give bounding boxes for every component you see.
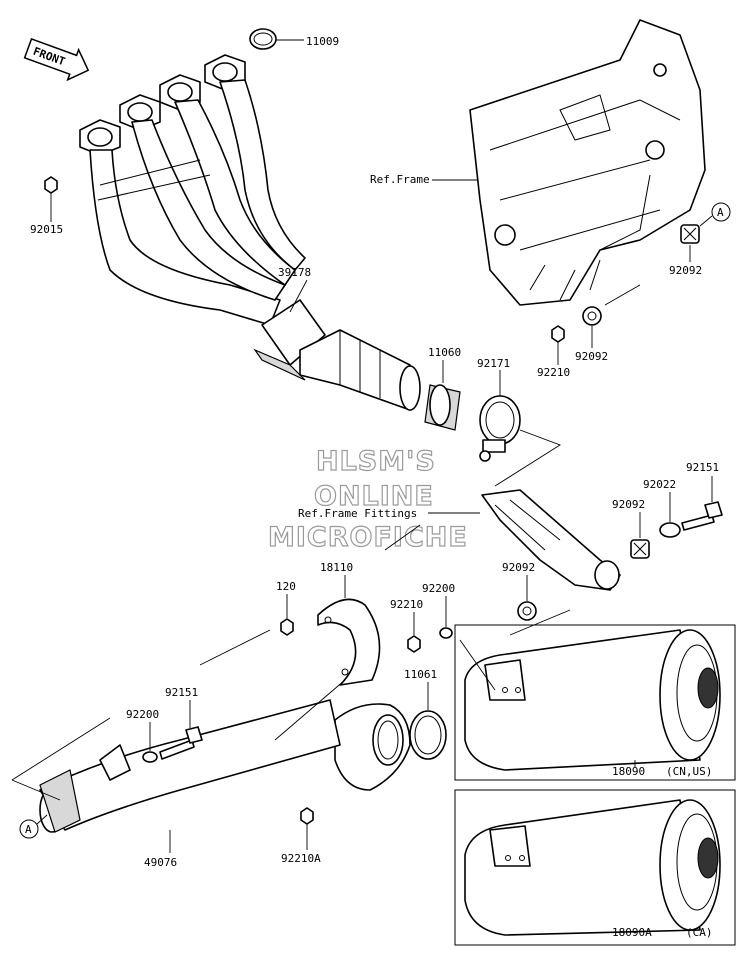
ref-frame-label: Ref.Frame bbox=[370, 173, 430, 186]
front-arrow-icon: FRONT bbox=[23, 38, 90, 82]
callout-a-bottom: A bbox=[19, 814, 48, 839]
muffler-bracket-drawing bbox=[481, 489, 621, 591]
part-92092-a: 92092 bbox=[669, 264, 702, 277]
part-11009: 11009 bbox=[306, 35, 339, 48]
watermark-line-2: ONLINE bbox=[314, 481, 434, 512]
header-flange-1 bbox=[79, 119, 121, 156]
muffler-18090A-box bbox=[454, 789, 736, 946]
gasket-11009 bbox=[249, 28, 277, 50]
muffler-18090-box bbox=[454, 624, 736, 781]
washer-92022 bbox=[659, 522, 681, 538]
clamp-92171 bbox=[479, 395, 521, 462]
bolt-92151-b bbox=[159, 726, 203, 760]
ref-frame-fittings-label: Ref.Frame Fittings bbox=[298, 507, 417, 520]
callout-a-top: A bbox=[699, 202, 731, 227]
part-92092-c: 92092 bbox=[612, 498, 645, 511]
watermark: HLSM'S ONLINE MICROFICHE bbox=[267, 445, 468, 553]
part-92092-d: 92092 bbox=[502, 561, 535, 574]
muffler-18090 bbox=[464, 629, 721, 771]
bushing-92092-a bbox=[680, 224, 700, 244]
part-11060: 11060 bbox=[428, 346, 461, 359]
frame-drawing bbox=[469, 19, 706, 306]
heat-shield-18110 bbox=[317, 598, 381, 686]
bushing-92092-d bbox=[517, 601, 537, 621]
svg-text:A: A bbox=[717, 206, 724, 219]
muffler-18090A bbox=[464, 799, 721, 936]
leader-lines bbox=[11, 39, 713, 853]
part-92171: 92171 bbox=[477, 357, 510, 370]
part-92092-b: 92092 bbox=[575, 350, 608, 363]
link-pipe-49076 bbox=[39, 699, 341, 833]
part-18090: 18090 bbox=[612, 765, 645, 778]
washer-92200-a bbox=[439, 627, 453, 639]
muffler-flange-drawing bbox=[334, 703, 411, 791]
watermark-line-1: HLSM'S bbox=[316, 446, 436, 477]
part-92210-b: 92210 bbox=[390, 598, 423, 611]
bolt-120 bbox=[280, 618, 294, 636]
gasket-11060 bbox=[424, 384, 461, 431]
washer-92200-b bbox=[142, 751, 158, 763]
part-labels: 11009 92015 39178 11060 92171 92092 9209… bbox=[30, 35, 719, 869]
part-92015: 92015 bbox=[30, 223, 63, 236]
part-49076: 49076 bbox=[144, 856, 177, 869]
part-92151-b: 92151 bbox=[165, 686, 198, 699]
nut-92015 bbox=[44, 176, 58, 194]
part-18090-note: (CN,US) bbox=[666, 765, 712, 778]
part-92151-a: 92151 bbox=[686, 461, 719, 474]
part-92022: 92022 bbox=[643, 478, 676, 491]
part-92210A: 92210A bbox=[281, 852, 321, 865]
exhaust-header-drawing bbox=[79, 54, 421, 411]
bushing-92092-c bbox=[630, 539, 650, 559]
part-18110: 18110 bbox=[320, 561, 353, 574]
part-92200-b: 92200 bbox=[126, 708, 159, 721]
nut-92210A bbox=[300, 807, 314, 825]
nut-92210-b bbox=[407, 635, 421, 653]
part-120: 120 bbox=[276, 580, 296, 593]
part-92200-a: 92200 bbox=[422, 582, 455, 595]
nut-92210-a bbox=[551, 325, 565, 343]
watermark-line-3: MICROFICHE bbox=[268, 522, 468, 553]
part-39178: 39178 bbox=[278, 266, 311, 279]
part-18090A: 18090A bbox=[612, 926, 652, 939]
part-92210-a: 92210 bbox=[537, 366, 570, 379]
part-18090A-note: (CA) bbox=[686, 926, 713, 939]
svg-text:A: A bbox=[25, 823, 32, 836]
part-11061: 11061 bbox=[404, 668, 437, 681]
bolt-92151-a bbox=[681, 501, 723, 531]
bushing-92092-b bbox=[582, 306, 602, 326]
